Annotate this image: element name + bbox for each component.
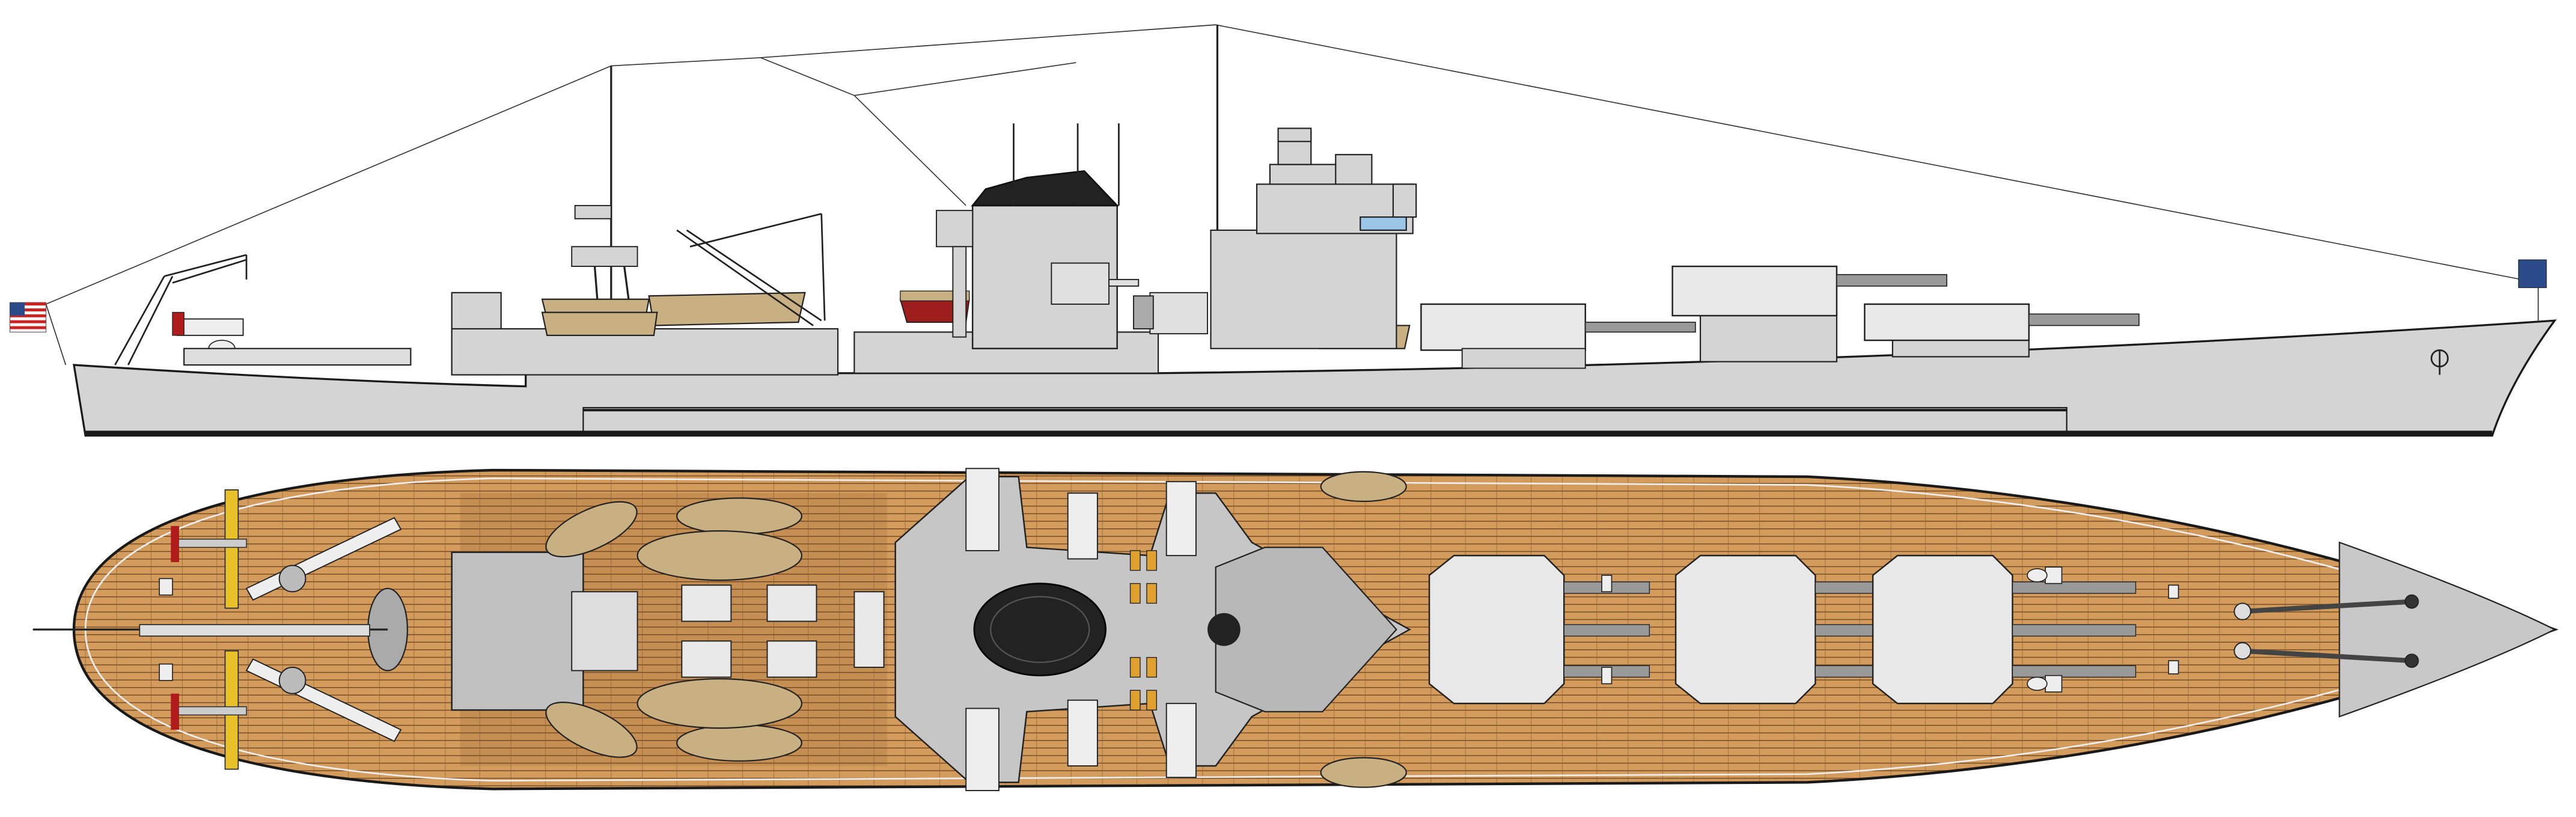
anchor-chains <box>2242 599 2412 664</box>
seaplane-starboard <box>171 650 247 770</box>
stern-flag-icon <box>9 302 47 332</box>
plan-view <box>32 468 2559 791</box>
bridge-plan <box>1215 546 1397 712</box>
turret-a-profile <box>1420 303 1696 369</box>
mast-plan <box>1207 613 1241 646</box>
secondary-guns-plan <box>965 468 1197 791</box>
funnel <box>936 123 1120 349</box>
turret-c-profile <box>1864 303 2140 358</box>
boats-plan <box>545 471 1407 788</box>
capstans <box>2233 594 2419 668</box>
turret-c-plan <box>1872 554 2137 705</box>
deck-fittings <box>159 566 2179 693</box>
catapult-profile <box>183 347 412 366</box>
boat-deck-racks <box>1129 550 1158 711</box>
forward-tower <box>1210 25 1417 349</box>
catapults <box>245 517 402 742</box>
bow-plating <box>2339 541 2556 718</box>
seaplane-port <box>171 489 247 609</box>
rigging-lines <box>45 24 2539 366</box>
keel-line <box>85 430 2492 436</box>
hull-profile <box>73 319 2557 437</box>
secondary-guns-profile <box>1051 262 1209 335</box>
bow-jack-icon <box>2518 259 2547 321</box>
red-launch <box>899 290 970 323</box>
anchor-icon <box>2431 349 2449 375</box>
funnel-plan <box>973 583 1106 677</box>
profile-view <box>9 24 2557 437</box>
aft-deckhouse-plan <box>451 551 584 711</box>
aft-crane <box>114 254 248 366</box>
turret-b-profile <box>1671 265 1947 363</box>
main-mast <box>571 66 638 329</box>
boat-crane <box>676 213 826 326</box>
ventilators <box>681 584 885 678</box>
